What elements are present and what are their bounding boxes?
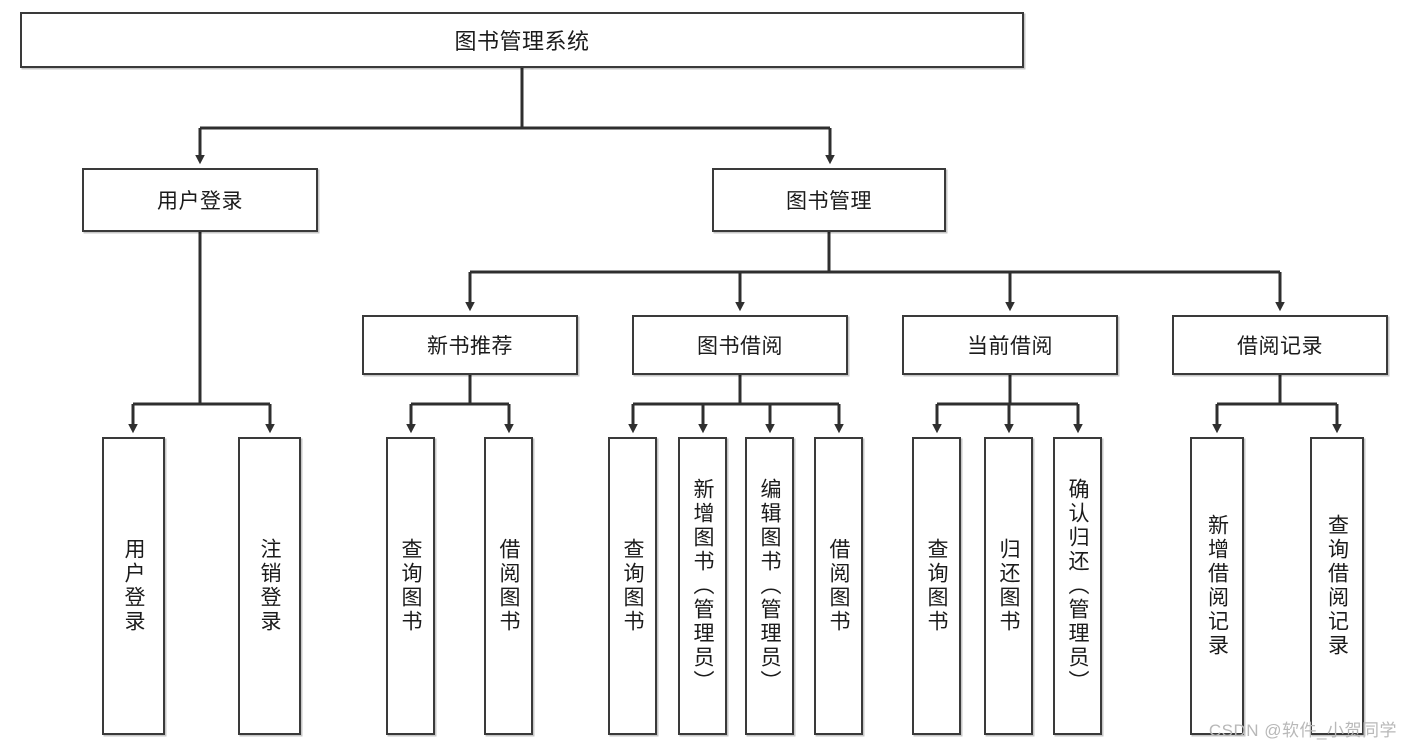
node-new-book-rec[interactable]: 新书推荐 bbox=[362, 315, 578, 375]
node-label: 图书借阅 bbox=[697, 335, 783, 358]
node-borrow-record[interactable]: 借阅记录 bbox=[1172, 315, 1388, 375]
node-root-system[interactable]: 图书管理系统 bbox=[20, 12, 1024, 68]
node-label: 用户登录 bbox=[122, 538, 145, 634]
node-label: 确认归还（管理员） bbox=[1066, 478, 1089, 694]
node-leaf-add-record[interactable]: 新增借阅记录 bbox=[1190, 437, 1244, 735]
node-label: 查询图书 bbox=[399, 538, 422, 634]
node-current-borrow[interactable]: 当前借阅 bbox=[902, 315, 1118, 375]
node-leaf-add-book[interactable]: 新增图书（管理员） bbox=[678, 437, 727, 735]
watermark-text: CSDN @软件_小贺同学 bbox=[1208, 721, 1397, 740]
node-label: 图书管理系统 bbox=[454, 29, 590, 54]
node-leaf-confirm-return[interactable]: 确认归还（管理员） bbox=[1053, 437, 1102, 735]
node-book-manage[interactable]: 图书管理 bbox=[712, 168, 946, 232]
node-leaf-logout[interactable]: 注销登录 bbox=[238, 437, 301, 735]
node-leaf-query-record[interactable]: 查询借阅记录 bbox=[1310, 437, 1364, 735]
node-label: 归还图书 bbox=[997, 538, 1020, 634]
node-leaf-query-book-2[interactable]: 查询图书 bbox=[608, 437, 657, 735]
node-label: 借阅记录 bbox=[1237, 335, 1323, 358]
node-user-login[interactable]: 用户登录 bbox=[82, 168, 318, 232]
node-leaf-user-login[interactable]: 用户登录 bbox=[102, 437, 165, 735]
node-label: 用户登录 bbox=[157, 190, 243, 213]
node-label: 查询图书 bbox=[621, 538, 644, 634]
node-label: 查询借阅记录 bbox=[1325, 514, 1349, 658]
node-label: 注销登录 bbox=[258, 538, 281, 634]
node-leaf-return-book[interactable]: 归还图书 bbox=[984, 437, 1033, 735]
node-label: 图书管理 bbox=[786, 190, 872, 213]
node-label: 新增图书（管理员） bbox=[691, 478, 714, 694]
node-book-borrow[interactable]: 图书借阅 bbox=[632, 315, 848, 375]
node-leaf-query-book-1[interactable]: 查询图书 bbox=[386, 437, 435, 735]
node-label: 新增借阅记录 bbox=[1205, 514, 1229, 658]
node-label: 借阅图书 bbox=[497, 538, 520, 634]
node-leaf-borrow-book-2[interactable]: 借阅图书 bbox=[814, 437, 863, 735]
node-leaf-edit-book[interactable]: 编辑图书（管理员） bbox=[745, 437, 794, 735]
node-label: 新书推荐 bbox=[427, 335, 513, 358]
node-label: 当前借阅 bbox=[967, 335, 1053, 358]
node-leaf-borrow-book-1[interactable]: 借阅图书 bbox=[484, 437, 533, 735]
node-label: 编辑图书（管理员） bbox=[758, 478, 781, 694]
node-label: 借阅图书 bbox=[827, 538, 850, 634]
node-label: 查询图书 bbox=[925, 538, 948, 634]
node-leaf-query-book-3[interactable]: 查询图书 bbox=[912, 437, 961, 735]
